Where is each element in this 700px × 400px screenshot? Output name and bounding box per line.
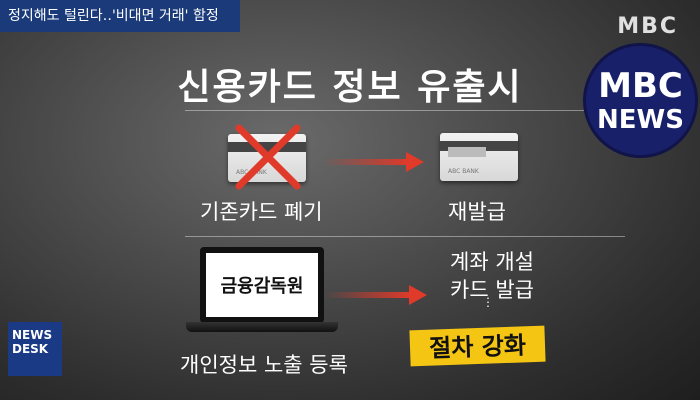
new-card-bank: ABC BANK: [448, 168, 479, 175]
cross-icon: [235, 124, 301, 190]
mbc-news-logo: MBC NEWS: [583, 43, 698, 158]
news-logo-line2: NEWS: [597, 105, 684, 135]
graphic-title: 신용카드 정보 유출시: [177, 67, 523, 108]
broadcaster-wordmark: MBC: [617, 14, 678, 39]
old-card-label: 기존카드 폐기: [200, 200, 323, 224]
agency-screen-text: 금융감독원: [206, 253, 318, 317]
new-card-icon: ABC BANK: [440, 133, 518, 181]
laptop-base: [186, 322, 338, 332]
desk-logo-line1: NEWS: [12, 328, 53, 342]
registration-label: 개인정보 노출 등록: [180, 353, 348, 377]
emphasis-text: 절차 강화: [428, 331, 527, 363]
headline-bar: 정지해도 털린다‥'비대면 거래' 함정: [0, 0, 240, 32]
desk-logo-line2: DESK: [12, 342, 49, 356]
arrow-right-icon: [322, 152, 424, 172]
arrow-right-icon: [325, 285, 427, 305]
news-logo-line1: MBC: [598, 66, 683, 106]
procedure-item: 계좌 개설: [450, 250, 534, 274]
section-divider: [185, 236, 625, 237]
title-divider: [185, 110, 625, 111]
new-card-label: 재발급: [448, 200, 506, 224]
laptop-icon: 금융감독원: [200, 247, 324, 323]
ellipsis-mark: ⋮: [482, 295, 494, 309]
news-desk-logo: NEWS DESK: [8, 322, 62, 376]
procedure-item: 카드 발급: [450, 278, 534, 302]
